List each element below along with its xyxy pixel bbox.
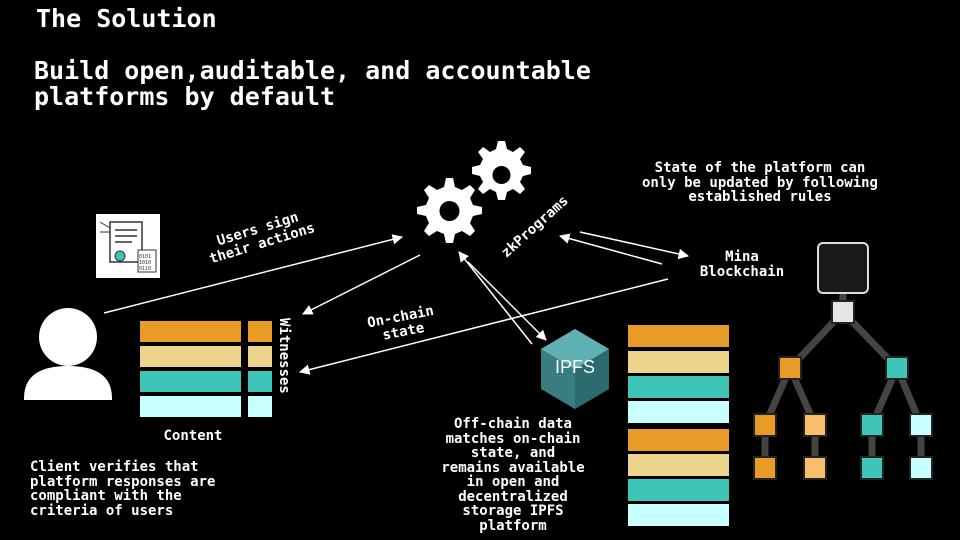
- witness-bar-sand: [248, 346, 272, 367]
- arrow-ipfs-to-zk: [458, 251, 533, 345]
- arrow-mina-to-content: [298, 278, 669, 375]
- content-bar-sand: [140, 346, 241, 367]
- ipfs-bar: [628, 504, 729, 526]
- arrow-user-to-zk: [103, 234, 404, 314]
- ipfs-bar: [628, 479, 729, 501]
- ipfs-bar: [628, 325, 729, 347]
- witness-bar-orange: [248, 321, 272, 342]
- ipfs-bar: [628, 351, 729, 373]
- witness-bar-teal: [248, 371, 272, 392]
- svg-text:0110: 0110: [139, 266, 151, 272]
- ipfs-label: IPFS: [554, 357, 595, 377]
- content-label: Content: [163, 428, 223, 444]
- slide-title: The Solution: [36, 4, 217, 33]
- mina-blockchain-label: Mina Blockchain: [699, 249, 785, 280]
- merkle-tree-nodes: [753, 300, 933, 480]
- ipfs-bar: [628, 429, 729, 451]
- svg-text:1010: 1010: [139, 260, 151, 266]
- svg-text:0101: 0101: [139, 254, 151, 260]
- mina-logo-frame: [817, 242, 869, 294]
- witness-bar-pale: [248, 396, 272, 417]
- content-bar-teal: [140, 371, 241, 392]
- offchain-note: Off-chain data matches on-chain state, a…: [441, 416, 585, 534]
- ipfs-bar: [628, 401, 729, 423]
- client-note: Client verifies that platform responses …: [30, 459, 216, 519]
- slide-headline: Build open,auditable, and accountable pl…: [34, 56, 591, 111]
- content-bar-orange: [140, 321, 241, 342]
- content-bar-pale: [140, 396, 241, 417]
- gear-icon: [417, 178, 482, 243]
- user-icon: [24, 308, 112, 400]
- gear-icon: [472, 141, 531, 200]
- arrow-mina-to-zk: [558, 233, 663, 265]
- arrow-zk-to-mina: [579, 231, 690, 260]
- arrow-zk-to-ipfs: [467, 261, 547, 341]
- state-note: State of the platform can only be update…: [641, 160, 878, 205]
- ipfs-cube-icon: [541, 329, 609, 409]
- witnesses-label: Witnesses: [276, 318, 292, 394]
- certificate-icon: 0101 1010 0110: [96, 214, 160, 278]
- ipfs-bar: [628, 376, 729, 398]
- ipfs-bar: [628, 454, 729, 476]
- arrow-zk-to-content: [302, 254, 421, 315]
